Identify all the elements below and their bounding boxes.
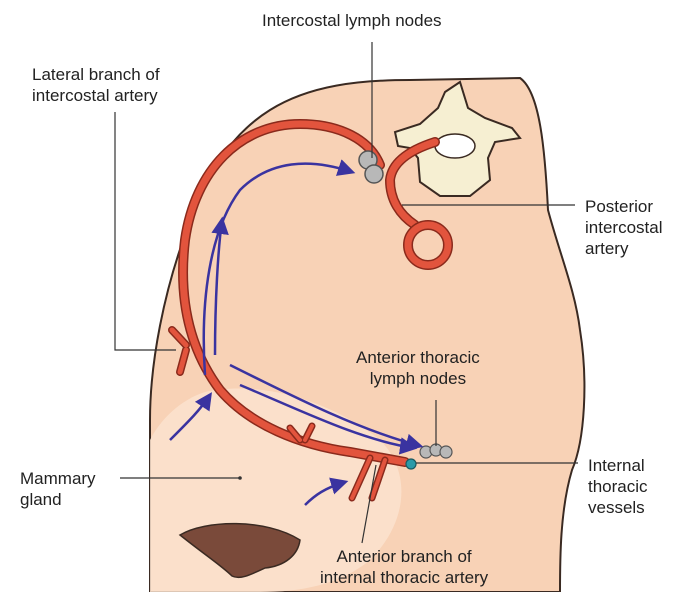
label-line: internal thoracic artery — [320, 567, 488, 588]
internal-thoracic-vessel-dot — [406, 459, 416, 469]
anterior-thoracic-lymph-node-cluster — [420, 444, 452, 458]
label-line: artery — [585, 238, 662, 259]
label-line: Mammary — [20, 468, 96, 489]
label-line: Lateral branch of — [32, 64, 160, 85]
label-line: intercostal artery — [32, 85, 160, 106]
label-line: vessels — [588, 497, 648, 518]
label-intercostal-lymph-nodes: Intercostal lymph nodes — [262, 10, 442, 31]
label-anterior-thoracic-lymph-nodes: Anterior thoracic lymph nodes — [356, 347, 480, 389]
label-line: Anterior thoracic — [356, 347, 480, 368]
label-internal-thoracic-vessels: Internal thoracic vessels — [588, 455, 648, 518]
label-line: gland — [20, 489, 96, 510]
label-line: Anterior branch of — [320, 546, 488, 567]
label-line: lymph nodes — [356, 368, 480, 389]
label-line: Posterior — [585, 196, 662, 217]
label-line: thoracic — [588, 476, 648, 497]
label-mammary-gland: Mammary gland — [20, 468, 96, 510]
label-line: Intercostal lymph nodes — [262, 10, 442, 31]
label-posterior-intercostal-artery: Posterior intercostal artery — [585, 196, 662, 259]
label-anterior-branch: Anterior branch of internal thoracic art… — [320, 546, 488, 588]
label-line: Internal — [588, 455, 648, 476]
label-lateral-branch: Lateral branch of intercostal artery — [32, 64, 160, 106]
label-line: intercostal — [585, 217, 662, 238]
mammary-gland-pointer-dot — [238, 476, 242, 480]
